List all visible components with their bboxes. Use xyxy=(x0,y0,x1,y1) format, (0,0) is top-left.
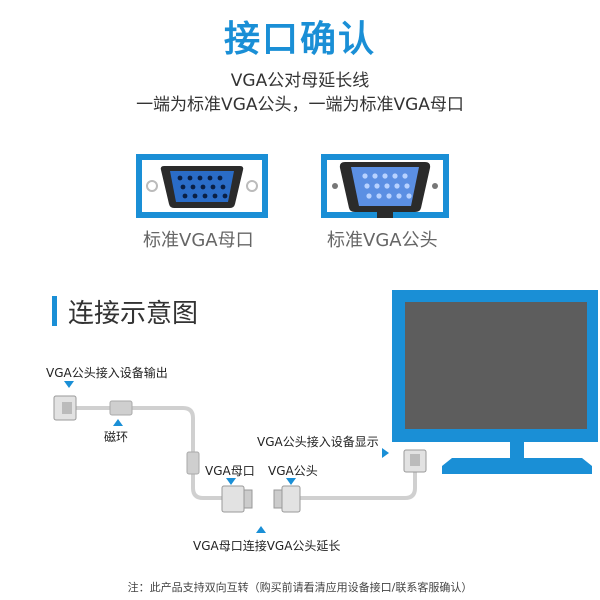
vga-male-connector-image xyxy=(321,154,449,218)
page-title: 接口确认 xyxy=(223,19,376,60)
male-connector-caption: 标准VGA公头 xyxy=(327,230,438,251)
connection-diagram xyxy=(53,395,427,513)
arrow-down-icon xyxy=(64,381,74,388)
label-male: VGA公头 xyxy=(268,464,318,478)
subtitle-line-2: 一端为标准VGA公头，一端为标准VGA母口 xyxy=(136,95,464,115)
subtitle-line-1: VGA公对母延长线 xyxy=(230,71,370,91)
arrow-up-icon xyxy=(256,526,266,533)
arrow-down-icon xyxy=(286,478,296,485)
section-title: 连接示意图 xyxy=(68,299,199,329)
footer-note: 注：此产品支持双向互转（购买前请看清应用设备接口/联系客服确认） xyxy=(127,581,473,594)
arrow-up-icon xyxy=(113,419,123,426)
label-display: VGA公头接入设备显示 xyxy=(257,435,379,449)
label-male-input: VGA公头接入设备输出 xyxy=(46,366,168,380)
vga-female-connector-image xyxy=(136,154,268,218)
arrow-down-icon xyxy=(226,478,236,485)
label-extend: VGA母口连接VGA公头延长 xyxy=(193,539,341,553)
label-ferrite: 磁环 xyxy=(104,430,129,444)
label-female: VGA母口 xyxy=(205,464,255,478)
arrow-right-icon xyxy=(382,448,389,458)
monitor-image xyxy=(392,290,598,474)
section-accent-bar xyxy=(52,296,57,326)
female-connector-caption: 标准VGA母口 xyxy=(143,230,254,251)
